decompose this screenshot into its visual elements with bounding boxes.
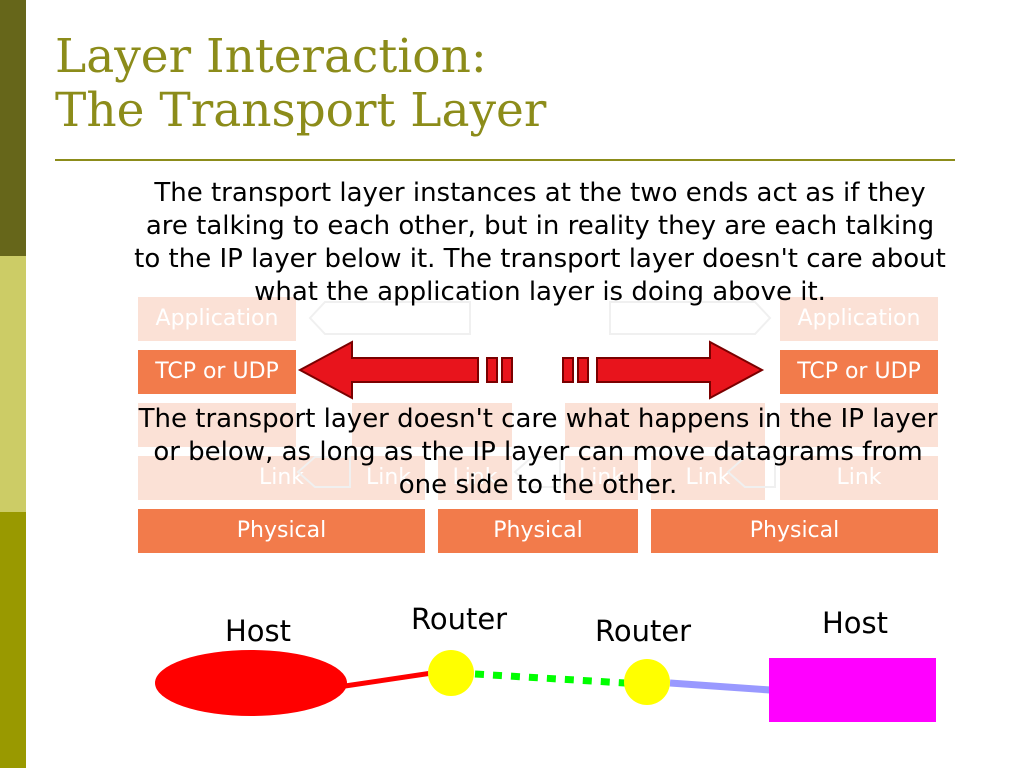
router2-link-layer-left: Link bbox=[565, 456, 638, 500]
title-line-1: Layer Interaction: bbox=[55, 29, 487, 84]
router2-network-layer bbox=[565, 403, 765, 447]
router-2-label: Router bbox=[595, 614, 692, 648]
left-physical-layer: Physical bbox=[138, 509, 425, 553]
paragraph-ip-independence: The transport layer doesn't care what ha… bbox=[138, 404, 938, 500]
host-right-node bbox=[769, 658, 936, 722]
sidebar-band-light bbox=[0, 256, 26, 512]
router1-network-layer bbox=[352, 403, 512, 447]
application-arrow-outline-left bbox=[308, 301, 471, 335]
router1-link-layer-right: Link bbox=[438, 456, 512, 500]
transport-arrow-right bbox=[596, 340, 765, 400]
left-transport-layer: TCP or UDP bbox=[138, 350, 296, 394]
router-1-node bbox=[428, 650, 474, 696]
sidebar-band-olive bbox=[0, 512, 26, 768]
right-link-layer: Link bbox=[780, 456, 938, 500]
right-network-layer bbox=[780, 403, 938, 447]
link-arrow-outline-1 bbox=[296, 456, 351, 488]
right-transport-layer: TCP or UDP bbox=[780, 350, 938, 394]
arrow-dash-4 bbox=[577, 357, 589, 383]
application-arrow-outline-right bbox=[609, 301, 772, 335]
router1-link-layer-left: Link bbox=[352, 456, 425, 500]
arrow-dash-3 bbox=[562, 357, 574, 383]
left-application-layer: Application bbox=[138, 297, 296, 341]
arrow-dash-2 bbox=[501, 357, 513, 383]
right-application-layer: Application bbox=[780, 297, 938, 341]
sidebar-band-dark bbox=[0, 0, 26, 256]
link-router1-router2 bbox=[474, 670, 626, 687]
link-router2-host bbox=[669, 679, 771, 694]
paragraph-transport-interaction: The transport layer instances at the two… bbox=[134, 178, 946, 307]
host-right-label: Host bbox=[822, 606, 889, 640]
router-1-label: Router bbox=[411, 602, 508, 636]
arrow-dash-1 bbox=[486, 357, 498, 383]
slide-title: Layer Interaction: The Transport Layer bbox=[55, 30, 546, 138]
title-line-2: The Transport Layer bbox=[55, 83, 547, 138]
title-underline bbox=[55, 159, 955, 161]
host-left-label: Host bbox=[225, 614, 292, 648]
middle-physical-layer: Physical bbox=[438, 509, 638, 553]
host-left-node bbox=[155, 650, 347, 716]
link-arrow-outline-3 bbox=[726, 456, 776, 488]
right-physical-layer: Physical bbox=[651, 509, 938, 553]
transport-arrow-left bbox=[297, 340, 479, 400]
link-host-router1 bbox=[344, 670, 433, 689]
link-arrow-outline-2 bbox=[513, 456, 561, 488]
router-2-node bbox=[624, 659, 670, 705]
left-network-layer bbox=[138, 403, 296, 447]
router2-link-layer-right: Link bbox=[651, 456, 765, 500]
